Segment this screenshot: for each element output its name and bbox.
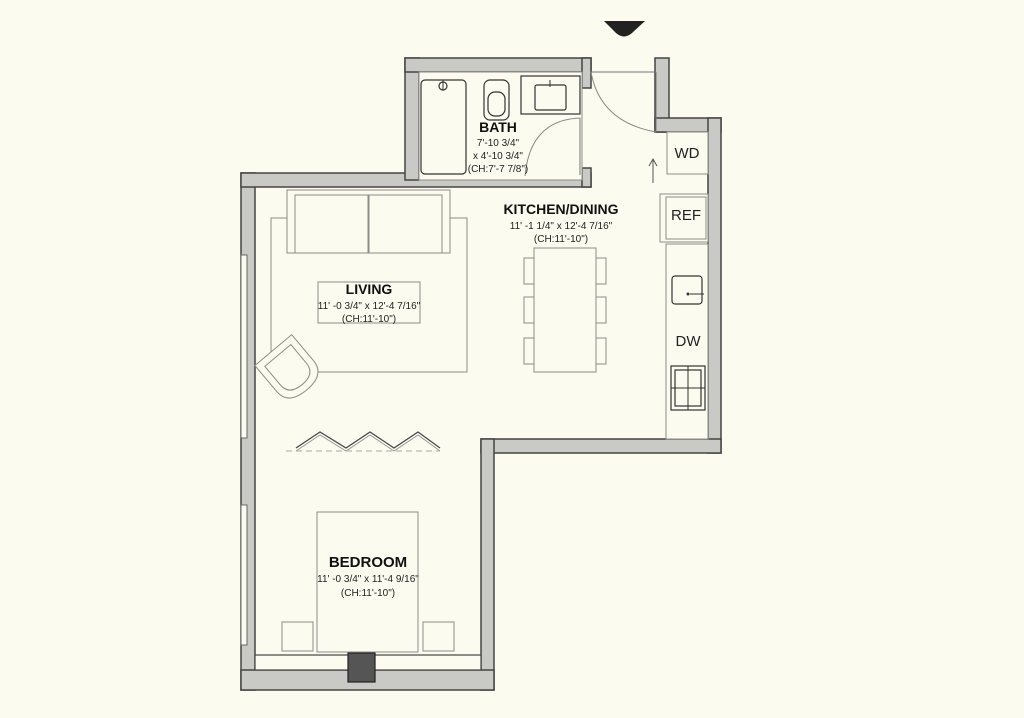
bath-title: BATH <box>479 119 517 135</box>
dining-chair <box>595 257 607 285</box>
bedroom-title: BEDROOM <box>329 554 407 571</box>
refrigerator-label: REF <box>671 207 701 224</box>
living-title: LIVING <box>346 281 393 297</box>
dining-chair <box>595 296 607 324</box>
entry <box>590 21 658 183</box>
bath-right-wall-top <box>581 57 592 89</box>
bed <box>316 511 419 653</box>
nightstand <box>422 621 455 652</box>
bath-door-swing <box>524 117 581 177</box>
living-ceiling-height: (CH:11'-10") <box>342 314 396 325</box>
armchair <box>254 333 319 399</box>
bath-right-wall-bottom <box>581 167 592 188</box>
dishwasher-label: DW <box>676 333 702 350</box>
kitchen-sink <box>671 275 703 305</box>
living-furniture <box>254 189 468 399</box>
coffee-table <box>317 281 421 324</box>
bath-left-wall <box>404 57 420 181</box>
bath-floor <box>418 71 583 181</box>
hvac-unit <box>347 652 376 683</box>
dining-chair <box>595 337 607 365</box>
entry-arrow-icon <box>604 21 645 37</box>
bedroom-right-wall <box>480 438 495 691</box>
dining-chair <box>523 337 535 365</box>
dining-chair <box>523 257 535 285</box>
bath-top-wall <box>404 57 592 73</box>
nightstand <box>281 621 314 652</box>
living-window <box>240 254 248 439</box>
dining-set <box>523 247 607 373</box>
washer-dryer <box>666 131 709 175</box>
dining-chair <box>523 296 535 324</box>
bedroom-window <box>240 504 248 646</box>
toilet <box>483 79 510 121</box>
right-exterior-wall <box>707 117 722 454</box>
vanity <box>520 75 581 115</box>
dining-table <box>533 247 597 373</box>
folding-partition[interactable] <box>286 431 441 452</box>
living-dimensions: 11' -0 3/4" x 12'-4 7/16" <box>318 301 421 312</box>
bath-fixtures: BATH 7'-10 3/4" x 4'-10 3/4" (CH:7'-7 7/… <box>418 71 583 181</box>
kitchen-dimensions: 11' -1 1/4" x 12'-4 7/16" <box>510 221 613 232</box>
bedroom-ceiling-height: (CH:11'-10") <box>341 588 395 599</box>
bath-dimension-2: x 4'-10 3/4" <box>473 151 523 162</box>
step-wall <box>480 438 722 454</box>
sofa-cushion <box>294 194 369 254</box>
bath-dimension-1: 7'-10 3/4" <box>477 138 520 149</box>
kitchen-title: KITCHEN/DINING <box>503 201 618 217</box>
walls <box>240 57 722 691</box>
bedroom-furniture <box>281 511 455 653</box>
kitchen-ceiling-height: (CH:11'-10") <box>534 234 588 245</box>
entry-door-swing <box>590 71 657 133</box>
kitchen-appliances: WD REF DW <box>659 131 709 440</box>
washer-dryer-label: WD <box>675 145 700 162</box>
bedroom-dimensions: 11' -0 3/4" x 11'-4 9/16" <box>317 574 419 585</box>
sofa-cushion <box>368 194 443 254</box>
bath-ceiling-height: (CH:7'-7 7/8") <box>468 164 528 175</box>
